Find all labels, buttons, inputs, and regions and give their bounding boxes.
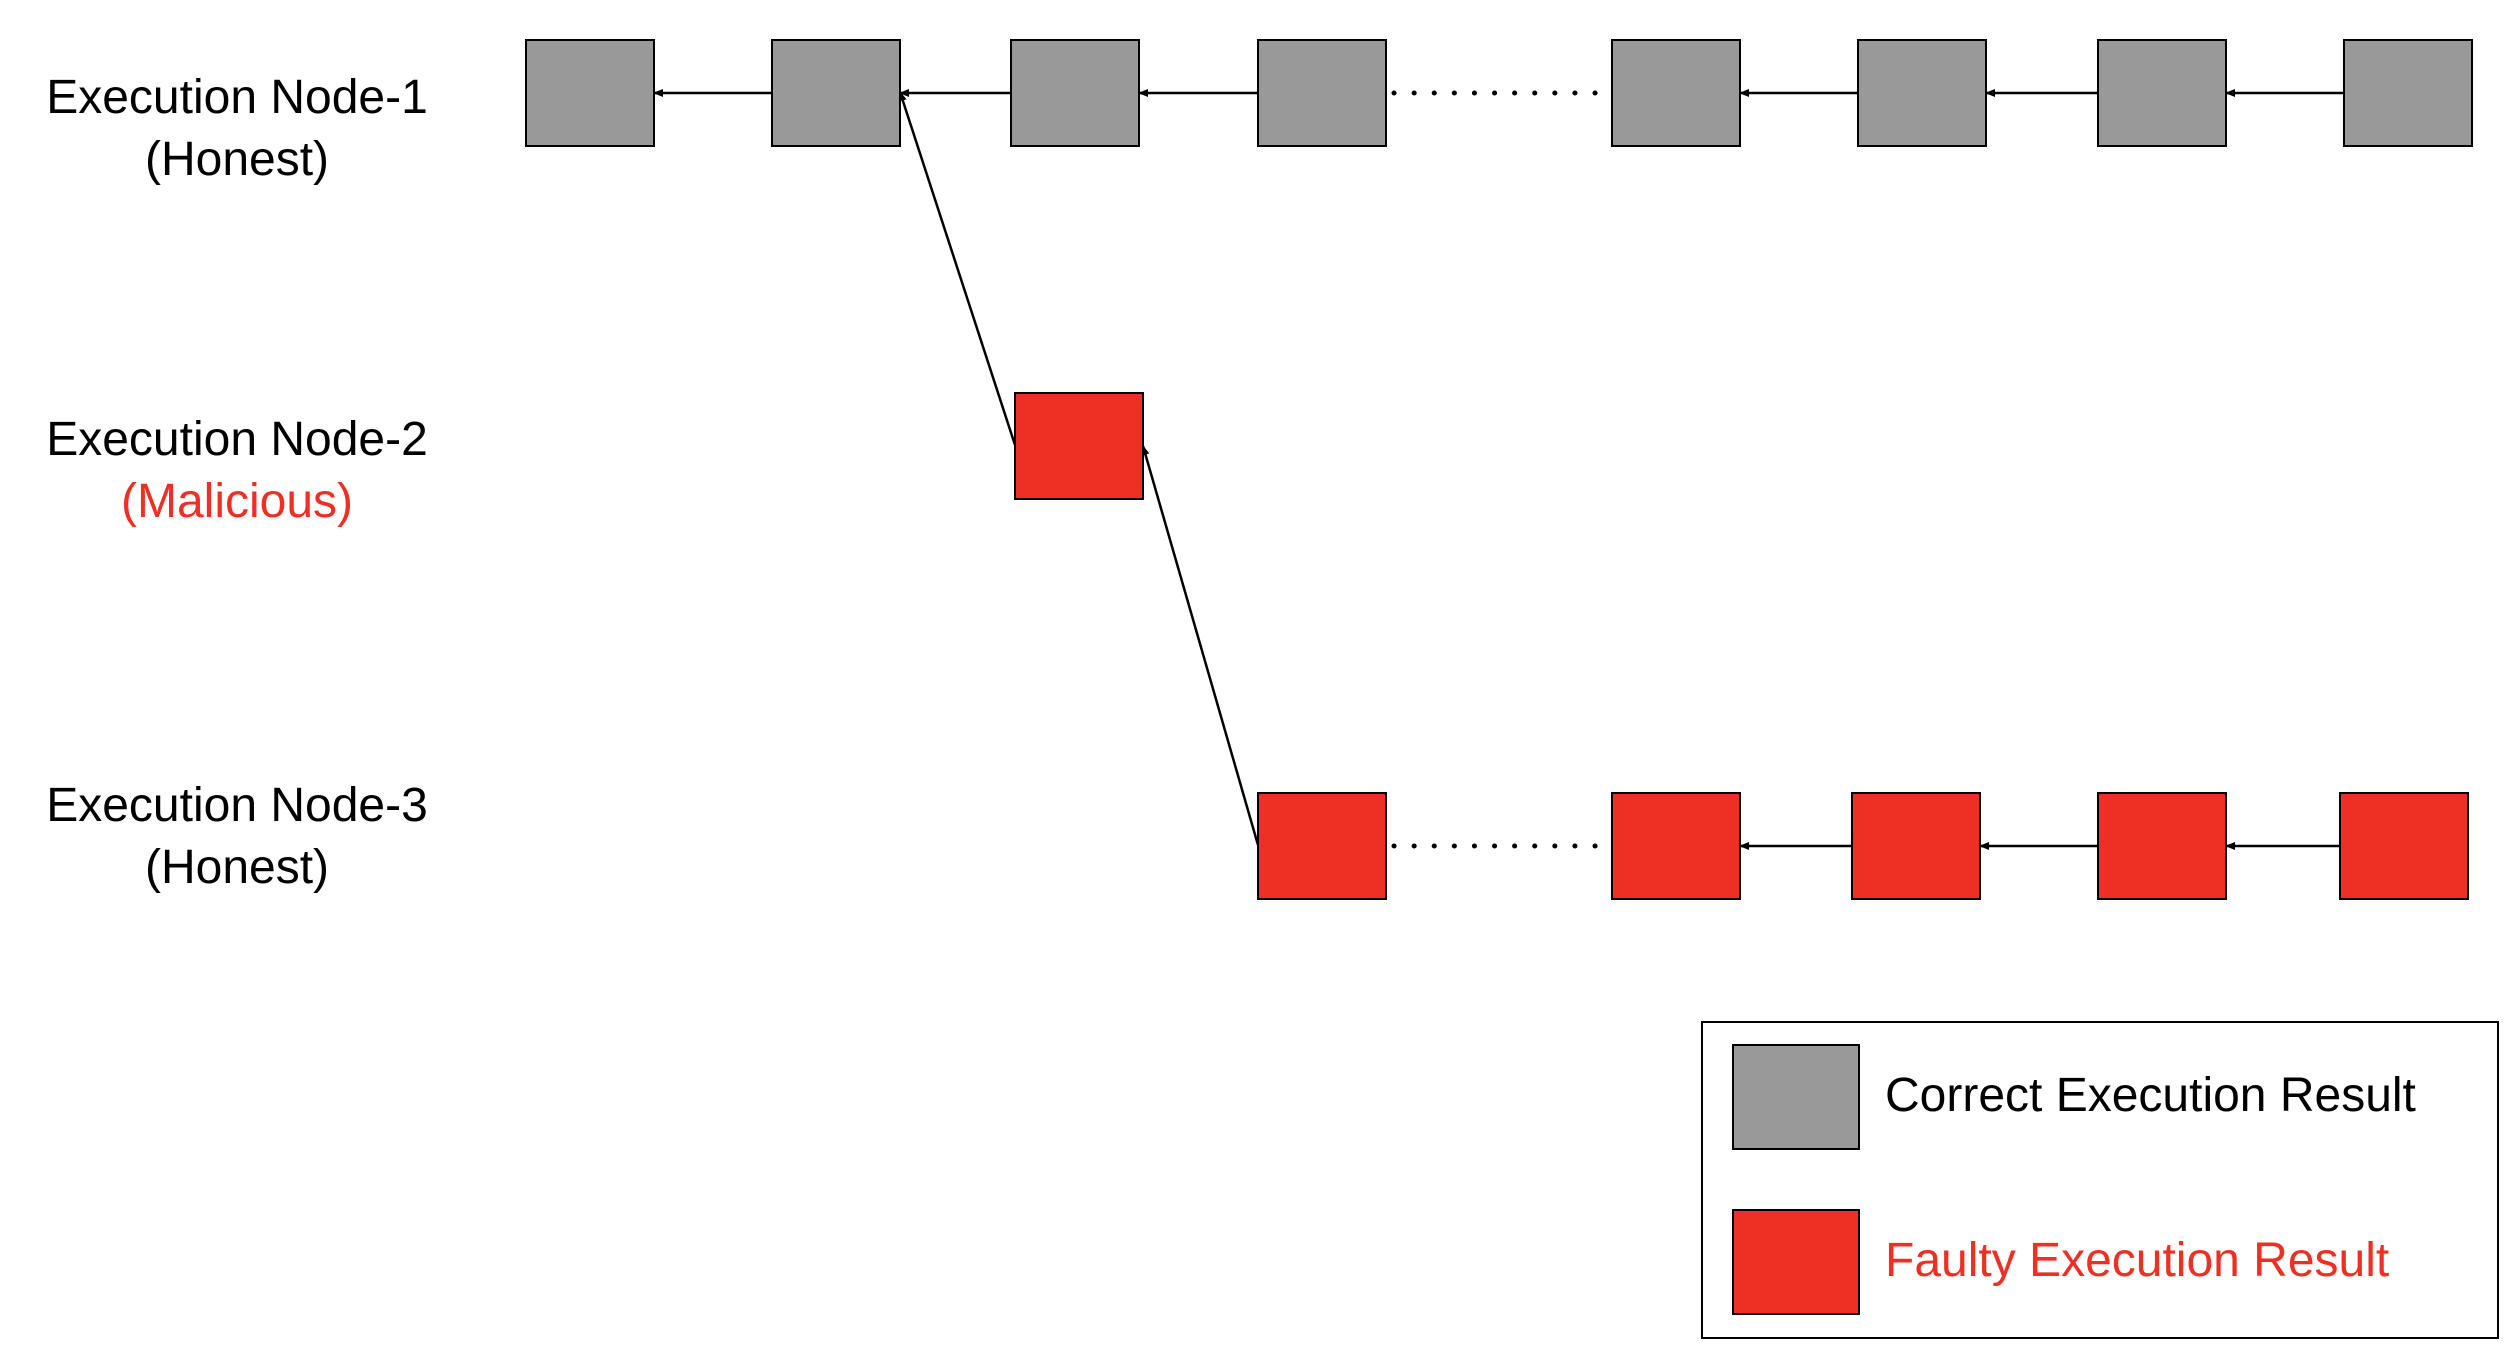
faulty-block-n3-b4 — [2097, 792, 2227, 900]
correct-block-n1-b5 — [1611, 39, 1741, 147]
correct-block-n1-b6 — [1857, 39, 1987, 147]
legend: Correct Execution Result Faulty Executio… — [1701, 1021, 2499, 1339]
faulty-block-n3-b2 — [1611, 792, 1741, 900]
correct-block-n1-b8 — [2343, 39, 2473, 147]
node-2-label: Execution Node-2 (Malicious) — [2, 409, 472, 533]
link-arrow-8 — [1141, 445, 1260, 846]
node-2-name: Execution Node-2 — [46, 413, 428, 466]
faulty-block-n2-b1 — [1014, 392, 1144, 500]
correct-block-n1-b7 — [2097, 39, 2227, 147]
node-2-role: (Malicious) — [120, 475, 354, 528]
faulty-block-n3-b5 — [2339, 792, 2469, 900]
node-3-label: Execution Node-3 (Honest) — [2, 775, 472, 899]
correct-block-n1-b3 — [1010, 39, 1140, 147]
faulty-block-n3-b1 — [1257, 792, 1387, 900]
legend-faulty-swatch — [1732, 1209, 1860, 1315]
correct-block-n1-b1 — [525, 39, 655, 147]
faulty-block-n3-b3 — [1851, 792, 1981, 900]
legend-faulty-label: Faulty Execution Result — [1885, 1234, 2390, 1287]
node-3-name: Execution Node-3 — [46, 779, 428, 832]
correct-block-n1-b4 — [1257, 39, 1387, 147]
link-arrow-7 — [898, 91, 1017, 446]
node-3-role: (Honest) — [144, 841, 330, 894]
legend-correct-swatch — [1732, 1044, 1860, 1150]
correct-block-n1-b2 — [771, 39, 901, 147]
node-1-name: Execution Node-1 — [46, 71, 428, 124]
legend-correct-label: Correct Execution Result — [1885, 1069, 2416, 1122]
node-1-label: Execution Node-1 (Honest) — [2, 67, 472, 191]
node-1-role: (Honest) — [144, 133, 330, 186]
